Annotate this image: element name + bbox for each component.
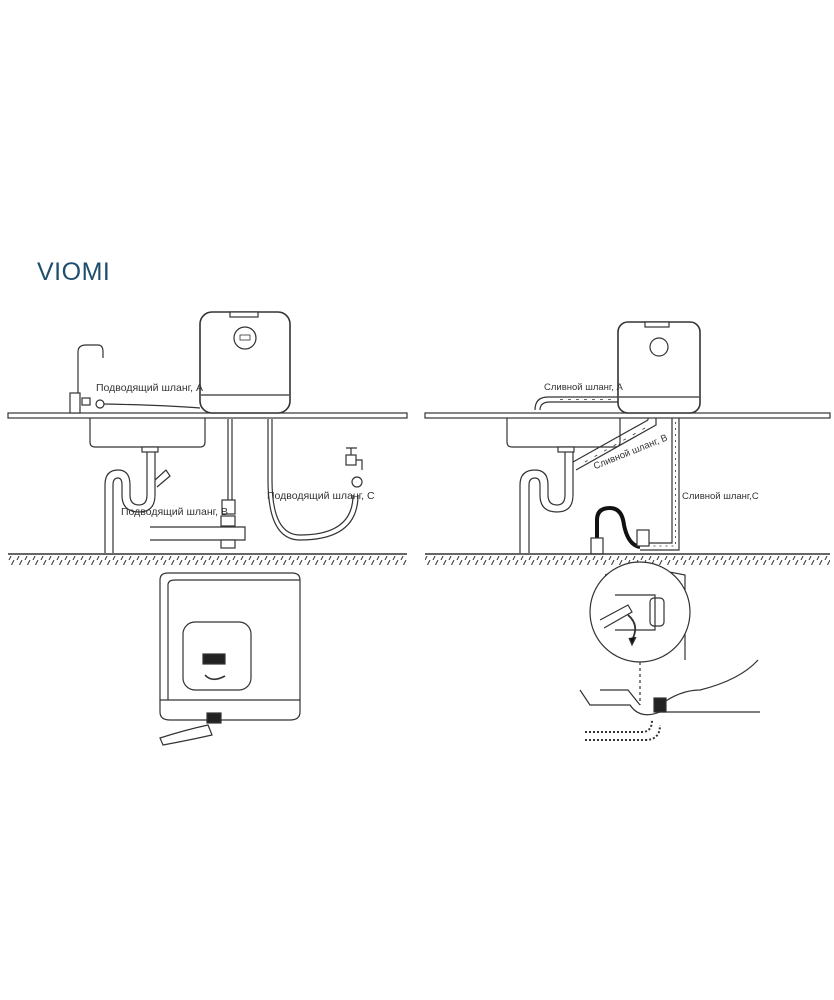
inlet-hose-b-label: Подводящий шланг, B	[121, 506, 229, 518]
water-pipe	[150, 526, 246, 541]
sink	[506, 418, 621, 448]
spring-drain-hose	[585, 719, 661, 741]
drain-connector-detail	[589, 561, 691, 663]
inlet-hose-c-label: Подводящий шланг, C	[267, 490, 375, 502]
dishwasher-base	[579, 659, 760, 716]
inlet-hose-a-label: Подводящий шланг, A	[96, 382, 204, 394]
brand-logo: VIOMI	[37, 258, 111, 286]
inlet-hose-a	[103, 403, 201, 409]
drain-trap	[519, 450, 574, 553]
inlet-hose-c	[267, 419, 359, 541]
dishwasher	[617, 321, 701, 414]
inlet-hose-b	[227, 419, 233, 500]
left-inlet-scene	[7, 311, 408, 565]
drain-hose-c-label: Сливной шланг,C	[682, 491, 759, 502]
drain-hose-a-label: Сливной шланг, A	[544, 382, 623, 393]
right-detail-view	[579, 561, 760, 741]
water-tap	[345, 454, 357, 466]
drain-hose-c	[640, 418, 680, 551]
right-drain-scene	[424, 321, 831, 565]
sink	[89, 418, 206, 448]
countertop	[7, 412, 408, 419]
control-dial	[233, 326, 257, 350]
drain-hose-b	[572, 418, 657, 471]
black-drain-hose	[595, 505, 641, 549]
left-detail-view	[159, 572, 301, 746]
drain-hose-a	[534, 396, 618, 411]
hose-end	[159, 724, 213, 746]
drain-trap	[104, 450, 156, 553]
